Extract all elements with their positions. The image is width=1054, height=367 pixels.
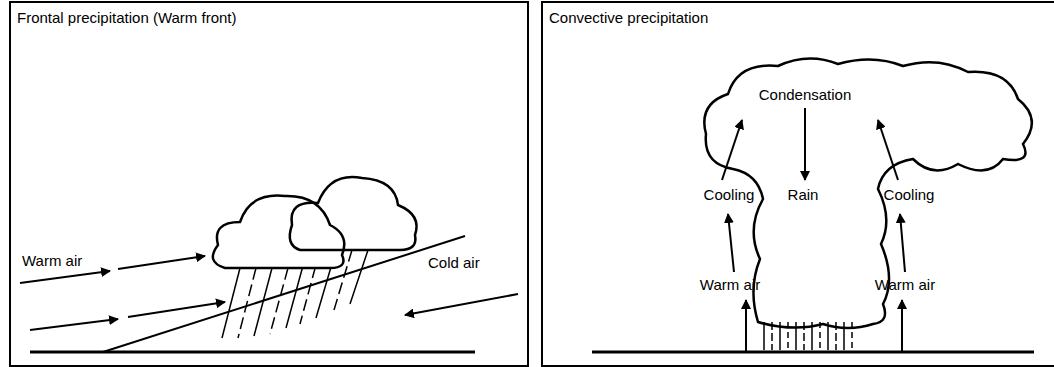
panel-box: Frontal precipitation (Warm front) [9,1,529,367]
panel-title: Convective precipitation [549,9,708,27]
front-boundary [103,236,465,352]
panel-box: Convective precipitationCondensationRain [541,1,1054,367]
air-label: Cold air [428,254,480,272]
ground-line [30,351,475,354]
process-text: Condensation [759,86,852,104]
air-label: Cooling [704,186,755,204]
panel-title: Frontal precipitation (Warm front) [17,9,237,27]
ground-line [592,351,1034,354]
air-label: Cooling [884,186,935,204]
cloud-shape [290,177,417,250]
rain-streaks [222,250,368,338]
cloud-shape [213,196,344,268]
air-label: Warm air [875,276,935,294]
air-label: Warm air [700,276,760,294]
air-label: Warm air [22,252,82,270]
process-text: Rain [788,186,819,204]
